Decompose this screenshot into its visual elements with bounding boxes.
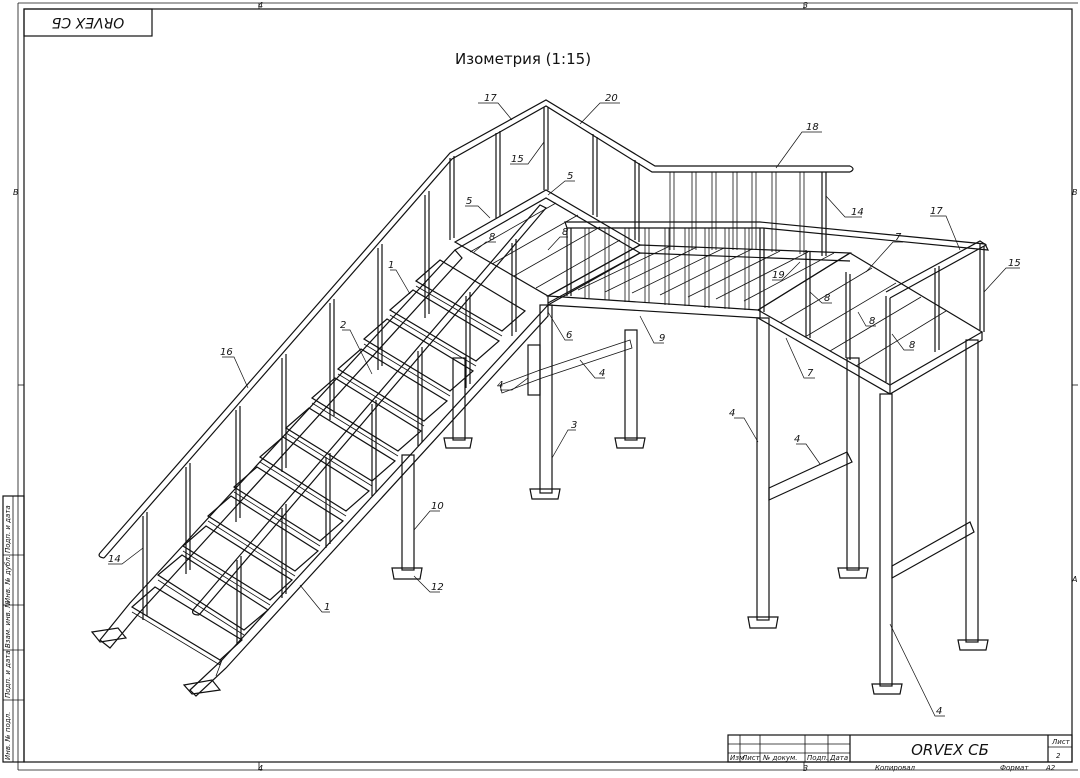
callout-1-a: 1 <box>388 260 394 271</box>
zone-bottom-1: 4 <box>258 764 263 773</box>
callout-5-b: 5 <box>466 196 472 207</box>
callouts: 17 20 18 15 5 5 14 17 7 15 1 8 8 <box>108 93 1021 717</box>
callout-20: 20 <box>605 93 618 104</box>
callout-6: 6 <box>566 330 572 341</box>
callout-4-e: 4 <box>936 706 942 717</box>
zone-markers: 4 3 4 3 B B A <box>13 1 1078 773</box>
zone-right-2: A <box>1071 575 1077 584</box>
inner-handrail <box>192 204 547 645</box>
view-title: Изометрия (1:15) <box>455 50 591 68</box>
callout-15-b: 15 <box>1008 258 1021 269</box>
callout-4-b: 4 <box>497 380 503 391</box>
tb-designation: ORVEX СБ <box>911 741 989 759</box>
zone-right-1: B <box>1072 188 1078 197</box>
callout-18: 18 <box>806 122 819 133</box>
callout-8-a: 8 <box>489 232 495 243</box>
tb-copied: Копировал <box>875 764 916 772</box>
callout-1-b: 1 <box>324 602 330 613</box>
top-stamp: ORVEX СБ <box>23 8 153 37</box>
side-strip-2: Подп. и дата <box>4 650 12 698</box>
callout-7-a: 7 <box>895 232 902 243</box>
tb-sheet-label: Лист <box>1051 738 1071 746</box>
top-stamp-text: ORVEX СБ <box>52 14 125 30</box>
side-strip-3: Взам. инв. № <box>4 600 12 648</box>
callout-12: 12 <box>431 582 444 593</box>
callout-7-b: 7 <box>807 368 814 379</box>
callout-14-a: 14 <box>851 207 864 218</box>
callout-3: 3 <box>571 420 577 431</box>
side-strip-1: Инв. № подл. <box>4 712 12 760</box>
zone-top-2: 3 <box>803 1 808 10</box>
callout-15-a: 15 <box>511 154 524 165</box>
sheet-frame <box>17 2 1078 771</box>
zone-top-1: 4 <box>258 1 263 10</box>
flight-stringers <box>90 249 549 697</box>
tb-format-label: Формат <box>1000 764 1029 772</box>
tb-col-doc: № докум. <box>762 754 798 762</box>
upper-landing <box>453 189 990 319</box>
callout-4-d: 4 <box>794 434 800 445</box>
callout-8-d: 8 <box>869 316 875 327</box>
tb-sheet-number: 2 <box>1056 752 1061 760</box>
zone-bottom-2: 3 <box>803 764 808 773</box>
side-strip-4: Инв. № дубл. <box>4 555 12 603</box>
callout-5-a: 5 <box>567 171 573 182</box>
zone-left-1: B <box>13 188 19 197</box>
callout-8-b: 8 <box>562 227 568 238</box>
callout-8-c: 8 <box>824 293 830 304</box>
tb-col-change: Изм <box>730 754 745 762</box>
callout-4-a: 4 <box>599 368 605 379</box>
callout-2: 2 <box>340 320 346 331</box>
title-block: Изм Лист № докум. Подп. Дата ORVEX СБ Ли… <box>727 734 1073 772</box>
callout-9: 9 <box>659 333 665 344</box>
support-legs <box>391 304 989 695</box>
callout-4-c: 4 <box>729 408 735 419</box>
callout-10: 10 <box>431 501 444 512</box>
right-platform <box>756 240 988 395</box>
tb-col-date: Дата <box>829 754 848 762</box>
callout-17-a: 17 <box>484 93 497 104</box>
side-strip-5: Подп. и дата <box>4 505 12 553</box>
callout-8-e: 8 <box>909 340 915 351</box>
tb-col-sheet: Лист <box>741 754 761 762</box>
tb-col-sign: Подп. <box>807 754 828 762</box>
side-strip: Инв. № подл. Подп. и дата Взам. инв. № И… <box>2 495 25 763</box>
callout-14-b: 14 <box>108 554 121 565</box>
callout-19: 19 <box>772 270 785 281</box>
left-handrail <box>98 99 854 620</box>
stair-structure <box>90 99 990 697</box>
tb-format-value: A2 <box>1045 764 1056 772</box>
callout-16: 16 <box>220 347 233 358</box>
callout-17-b: 17 <box>930 206 943 217</box>
